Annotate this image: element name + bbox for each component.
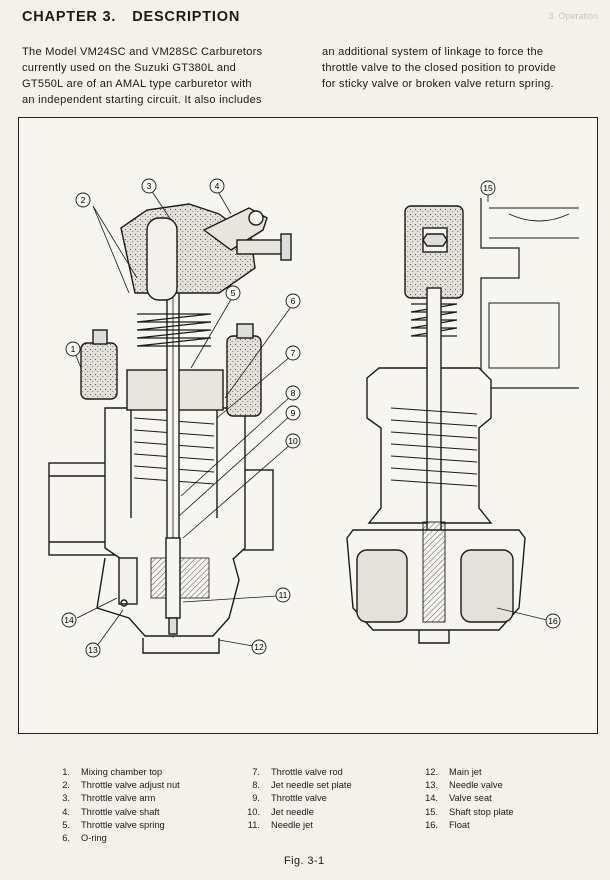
intro-line: for sticky valve or broken valve return … [322,78,554,90]
intro-column-left: The Model VM24SC and VM28SC Carburetors … [22,44,294,108]
legend-item: 6.O-ring [62,833,107,844]
legend-item: 1.Mixing chamber top [62,767,163,777]
legend-item: 3.Throttle valve arm [62,793,156,804]
callout-11: 11 [275,587,291,603]
callout-10: 10 [285,433,301,449]
legend-item: 12.Main jet [425,767,482,777]
callout-9-label: 9 [291,408,296,418]
callout-1-label: 1 [71,344,76,354]
callout-6: 6 [285,293,301,309]
intro-line: throttle valve to the closed position to… [322,62,557,74]
intro-line: currently used on the Suzuki GT380L and [22,62,237,74]
callout-6-label: 6 [291,296,296,306]
legend-item: 13.Needle valve [425,780,503,791]
legend-item: 5.Throttle valve spring [62,819,165,830]
chapter-heading: CHAPTER 3. DESCRIPTION [22,9,240,25]
carburetor-cross-section-drawing: 2 3 4 5 6 7 8 9 10 1 11 12 13 14 15 16 [48,178,579,658]
callout-9: 9 [285,405,301,421]
legend-item: 11.Needle jet [247,819,313,830]
legend-item: 8.Jet needle set plate [252,780,352,791]
legend-item: 2.Throttle valve adjust nut [62,780,180,791]
intro-line: GT550L are of an AMAL type carburetor wi… [22,78,252,90]
callout-13-label: 13 [88,645,98,655]
callout-12-label: 12 [254,642,264,652]
callout-10-label: 10 [288,436,298,446]
callout-15-label: 15 [483,183,493,193]
callout-16-label: 16 [548,616,558,626]
callout-8: 8 [285,385,301,401]
legend-item: 10.Jet needle [247,806,314,817]
callout-16: 16 [545,613,561,629]
callout-3: 3 [141,178,157,194]
legend-column-1: 1.Mixing chamber top 2.Throttle valve ad… [56,766,180,845]
legend-item: 16.Float [425,819,470,830]
figure-caption: Fig. 3-1 [284,855,325,867]
callout-4-label: 4 [215,181,220,191]
callout-5: 5 [225,285,241,301]
callout-12: 12 [251,639,267,655]
carburetor-figure: 2 3 4 5 6 7 8 9 10 1 11 12 13 14 15 16 [18,117,598,734]
callout-4: 4 [209,178,225,194]
legend-item: 4.Throttle valve shaft [62,806,160,817]
bleed-through-header: 3. Operation [548,11,598,21]
legend-column-3: 12.Main jet 13.Needle valve 14.Valve sea… [424,766,514,832]
legend-item: 15.Shaft stop plate [425,806,514,817]
callout-14-label: 14 [64,615,74,625]
intro-line: an independent starting circuit. It also… [22,94,262,106]
callout-2: 2 [75,192,91,208]
intro-line: an additional system of linkage to force… [322,46,544,58]
callout-5-label: 5 [231,288,236,298]
intro-line: The Model VM24SC and VM28SC Carburetors [22,46,263,58]
callout-2-label: 2 [81,195,86,205]
callout-14: 14 [61,612,77,628]
legend-column-2: 7.Throttle valve rod 8.Jet needle set pl… [246,766,352,832]
legend-item: 14.Valve seat [425,793,492,804]
callout-7: 7 [285,345,301,361]
legend-item: 9.Throttle valve [252,793,327,804]
callout-15: 15 [480,180,496,196]
callout-1: 1 [65,341,81,357]
left-carburetor-drawing [48,203,292,654]
callout-13: 13 [85,642,101,658]
chapter-number: CHAPTER 3. [22,9,117,25]
callout-8-label: 8 [291,388,296,398]
legend-item: 7.Throttle valve rod [252,767,343,777]
right-carburetor-drawing [346,198,579,644]
callout-11-label: 11 [279,590,288,600]
intro-column-right: an additional system of linkage to force… [322,44,596,92]
callout-7-label: 7 [291,348,296,358]
chapter-title: DESCRIPTION [132,9,241,25]
callout-3-label: 3 [147,181,152,191]
